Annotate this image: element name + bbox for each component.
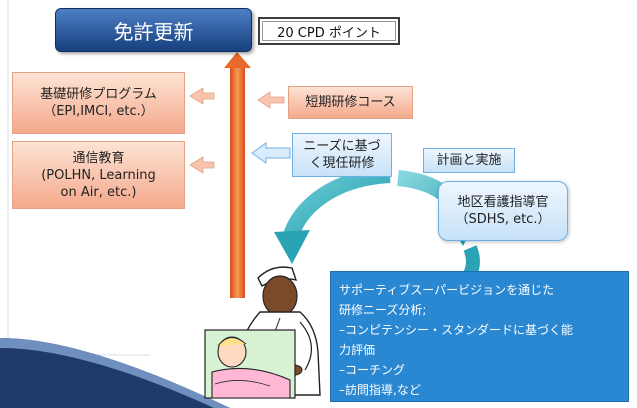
license-renewal-title: 免許更新 [55, 8, 252, 52]
cpd-points-box: 20 CPD ポイント [258, 17, 400, 45]
basic-training-line1: 基礎研修プログラム [40, 87, 157, 102]
left-arrow-needs [251, 142, 291, 164]
short-course-label: 短期研修コース [305, 95, 396, 110]
left-arrow-distance [189, 156, 215, 174]
district-officer-line1: 地区看護指導官 [457, 195, 549, 210]
plan-and-implement-label: 計画と実施 [436, 153, 502, 168]
analysis-line: –コンピテンシー・スタンダードに基づく能 [339, 323, 574, 337]
analysis-line: –訪問指導,など [339, 383, 421, 397]
vertical-up-arrow [224, 52, 251, 298]
basic-training-program-box: 基礎研修プログラム （EPI,IMCI, etc.） [12, 72, 185, 134]
short-course-box: 短期研修コース [288, 86, 413, 119]
needs-training-line2: く現任研修 [309, 156, 375, 171]
left-arrow-short-course [257, 91, 285, 109]
distance-education-line3: on Air, etc.) [60, 184, 137, 200]
needs-training-line1: ニーズに基づ [303, 139, 381, 154]
distance-education-box: 通信教育 (POLHN, Learning on Air, etc.) [12, 141, 185, 209]
cpd-points-label: 20 CPD ポイント [277, 25, 381, 41]
decorative-swoosh-highlight [0, 338, 230, 408]
training-needs-analysis-box: サポーティブスーパービジョンを通じた 研修ニーズ分析; –コンピテンシー・スタン… [330, 271, 629, 402]
analysis-line: –コーチング [339, 363, 406, 377]
needs-based-training-box: ニーズに基づ く現任研修 [292, 133, 392, 177]
district-nursing-officer-box: 地区看護指導官 （SDHS, etc.） [438, 181, 568, 241]
analysis-line: 研修ニーズ分析; [339, 303, 427, 317]
analysis-line: 力評価 [339, 343, 376, 357]
distance-education-line1: 通信教育 [72, 150, 125, 166]
left-arrow-basic [189, 87, 215, 105]
basic-training-line2: （EPI,IMCI, etc.） [43, 104, 154, 119]
plan-and-implement-box: 計画と実施 [423, 148, 515, 173]
license-renewal-label: 免許更新 [113, 19, 194, 44]
district-officer-line2: （SDHS, etc.） [455, 212, 551, 227]
patient-illustration [204, 329, 296, 399]
decorative-swoosh [0, 338, 230, 408]
analysis-line: サポーティブスーパービジョンを通じた [339, 283, 555, 297]
distance-education-line2: (POLHN, Learning [41, 167, 156, 183]
